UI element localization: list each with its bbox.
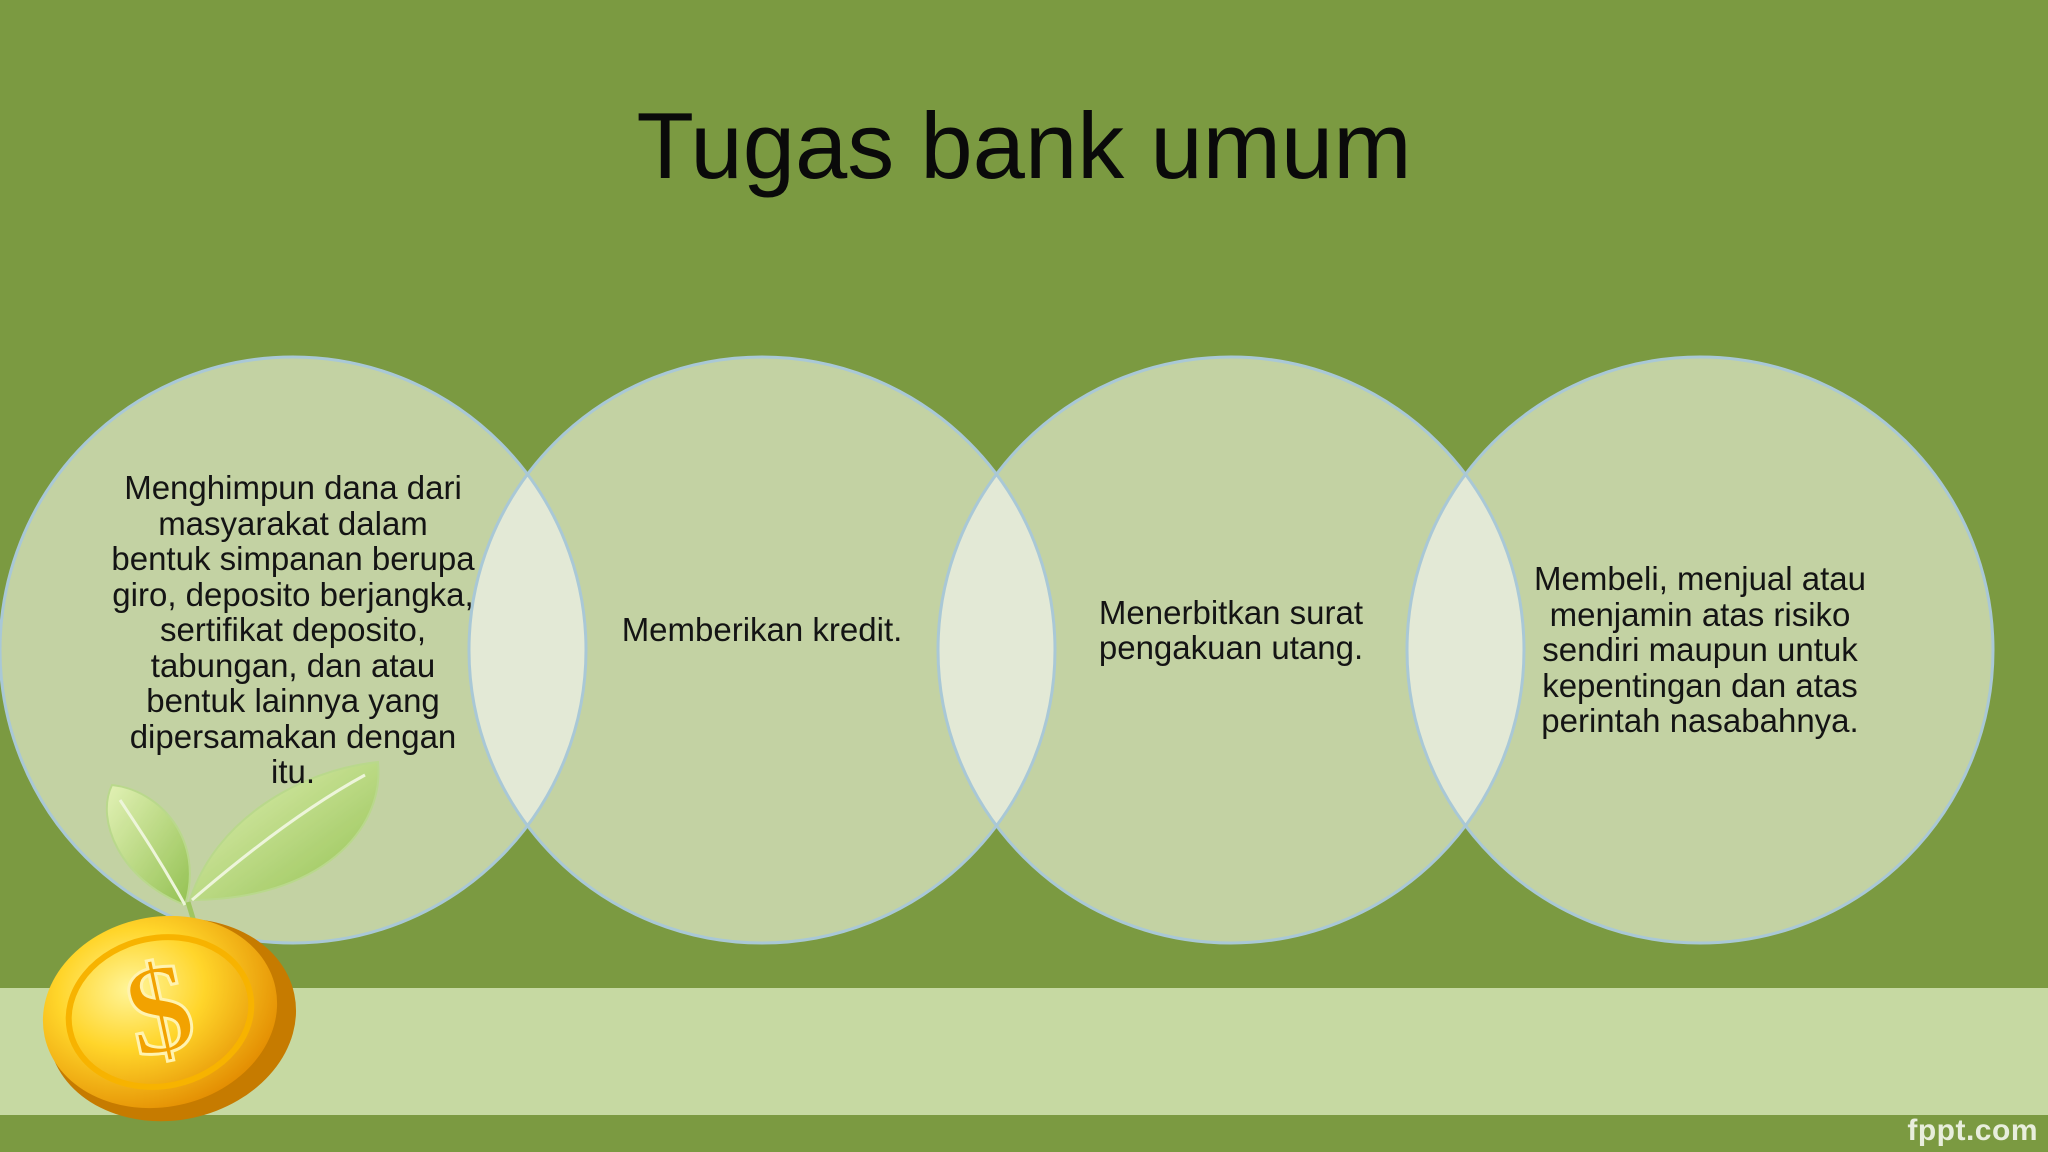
leaf-icon — [105, 760, 380, 926]
item-3-text: Menerbitkan surat pengakuan utang. — [1046, 560, 1416, 700]
bottom-band — [0, 988, 2048, 1115]
footer-brand: fppt.com — [1907, 1114, 2038, 1147]
item-4-label: Membeli, menjual atau menjamin atas risi… — [1534, 560, 1866, 740]
item-1-label: Menghimpun dana dari masyarakat dalam be… — [111, 469, 475, 791]
item-2-text: Memberikan kredit. — [577, 560, 947, 700]
circle-3 — [938, 357, 1524, 943]
circle-2 — [469, 357, 1055, 943]
circle-4 — [1407, 357, 1993, 943]
dollar-coin-icon: $ — [42, 915, 297, 1122]
item-1-text: Menghimpun dana dari masyarakat dalam be… — [108, 450, 478, 810]
slide-title: Tugas bank umum — [636, 93, 1412, 198]
bottom-strip — [0, 1115, 2048, 1152]
item-4-text: Membeli, menjual atau menjamin atas risi… — [1515, 540, 1885, 760]
item-3-label: Menerbitkan surat pengakuan utang. — [1098, 593, 1364, 666]
item-2-label: Memberikan kredit. — [621, 611, 903, 649]
